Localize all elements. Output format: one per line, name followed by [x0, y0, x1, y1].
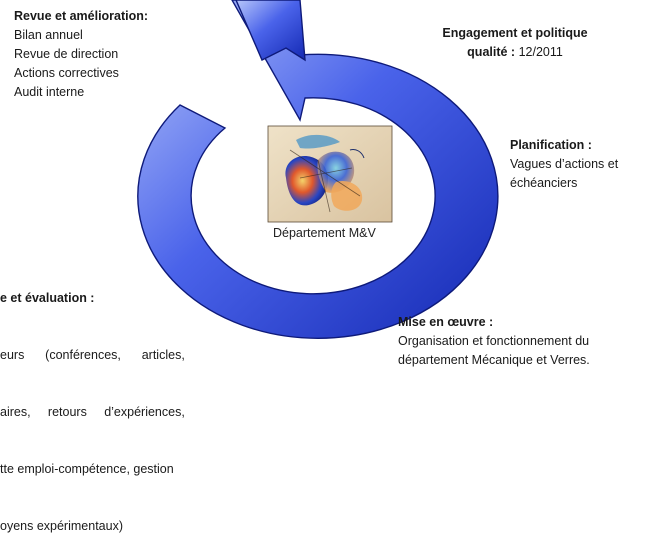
mise-title: Mise en œuvre : — [398, 315, 494, 329]
mesure-line: eurs (conférences, articles, — [0, 348, 185, 362]
engagement-date: 12/2011 — [515, 45, 563, 59]
mesure-block: e et évaluation : eurs (conférences, art… — [0, 251, 214, 555]
mesure-title: e et évaluation : — [0, 291, 95, 305]
center-label: Département M&V — [273, 226, 376, 240]
mesure-line: aires, retours d’expériences, — [0, 405, 185, 419]
mesure-line: oyens expérimentaux) — [0, 519, 123, 533]
center-photo — [267, 125, 393, 223]
mise-block: Mise en œuvre : Organisation et fonction… — [398, 313, 650, 370]
revue-item: Actions correctives — [14, 66, 119, 80]
cycle-arrow — [137, 0, 499, 339]
mise-line: Organisation et fonctionnement du — [398, 334, 590, 348]
revue-item: Audit interne — [14, 85, 85, 99]
revue-item: Revue de direction — [14, 47, 119, 61]
revue-block: Revue et amélioration: Bilan annuel Revu… — [14, 7, 214, 102]
revue-title: Revue et amélioration: — [14, 9, 149, 23]
planification-title: Planification : — [510, 138, 592, 152]
planification-line: Vagues d’actions et — [510, 157, 619, 171]
engagement-block: Engagement et politique qualité : 12/201… — [415, 24, 615, 62]
revue-item: Bilan annuel — [14, 28, 83, 42]
planification-block: Planification : Vagues d’actions et éché… — [510, 136, 650, 193]
engagement-title-line2: qualité : — [467, 45, 516, 59]
mesure-line: tte emploi-compétence, gestion — [0, 462, 174, 476]
cycle-arrow-head — [235, 0, 306, 62]
cycle-diagram — [137, 0, 499, 339]
mise-line: département Mécanique et Verres. — [398, 353, 590, 367]
planification-line: échéanciers — [510, 176, 578, 190]
engagement-title-line1: Engagement et politique — [442, 26, 588, 40]
